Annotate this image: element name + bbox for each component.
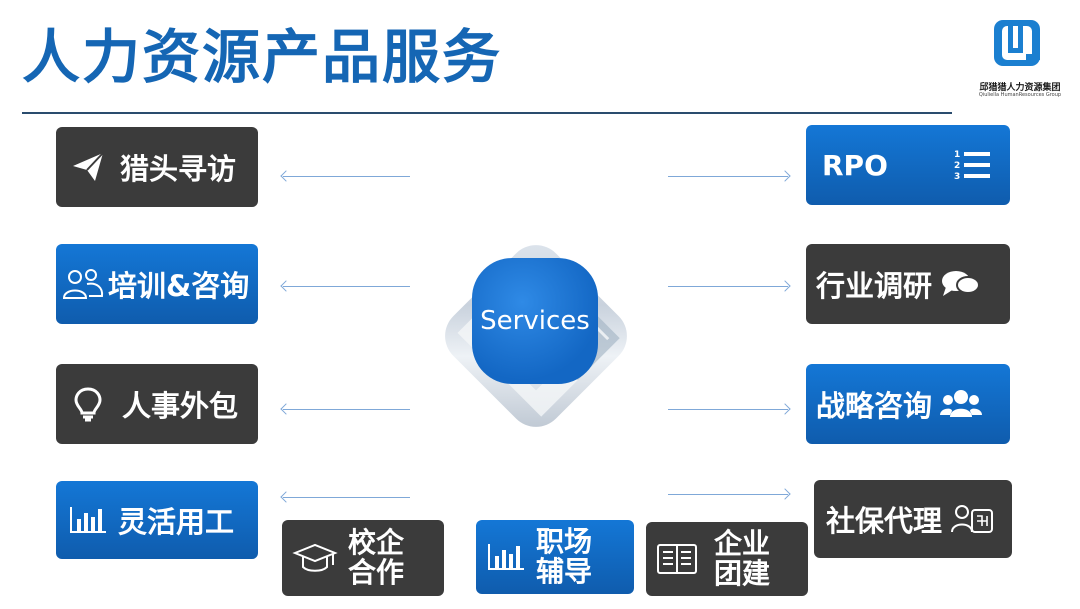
service-label: 培训&咨询 xyxy=(108,269,250,303)
service-label: 企业 团建 xyxy=(714,527,771,590)
service-outsourcing[interactable]: 人事外包 xyxy=(56,364,258,444)
service-label: 人事外包 xyxy=(122,389,239,423)
logo-name: 邱猎猎人力资源集团 xyxy=(979,83,1061,93)
book-icon xyxy=(652,541,702,577)
services-hub: Services xyxy=(433,233,639,439)
service-training[interactable]: 培训&咨询 xyxy=(56,244,258,324)
service-flexible[interactable]: 灵活用工 xyxy=(56,481,258,559)
service-label: 行业调研 xyxy=(816,269,933,303)
service-label: RPO xyxy=(822,148,888,182)
service-label: 社保代理 xyxy=(826,504,943,538)
connector-arrow xyxy=(668,409,788,410)
connector-arrow xyxy=(668,494,788,495)
svg-text:2: 2 xyxy=(954,161,960,171)
lightbulb-icon xyxy=(66,386,110,422)
service-label: 战略咨询 xyxy=(816,389,933,423)
svg-text:3: 3 xyxy=(954,172,960,182)
service-label: 职场 辅导 xyxy=(536,525,593,588)
service-headhunting[interactable]: 猎头寻访 xyxy=(56,127,258,207)
company-logo: 邱猎猎人力资源集团 Qiuliella HumanResources Group xyxy=(966,18,1074,98)
service-research[interactable]: 行业调研 xyxy=(806,244,1010,324)
connector-arrow xyxy=(668,176,788,177)
service-teambuilding[interactable]: 企业 团建 xyxy=(646,522,808,596)
connector-arrow xyxy=(283,497,410,498)
service-rpo[interactable]: RPO 1 2 3 xyxy=(806,125,1010,205)
numbered-list-icon: 1 2 3 xyxy=(954,147,994,183)
service-label: 猎头寻访 xyxy=(120,152,237,186)
connector-arrow xyxy=(283,176,410,177)
logo-mark-icon xyxy=(994,20,1040,66)
insurance-person-icon xyxy=(950,502,994,536)
bar-chart-icon xyxy=(484,542,528,572)
svg-text:1: 1 xyxy=(954,150,960,160)
service-school[interactable]: 校企 合作 xyxy=(282,520,444,596)
page-title: 人力资源产品服务 xyxy=(22,23,503,91)
service-label: 灵活用工 xyxy=(118,505,235,539)
bar-chart-icon xyxy=(66,505,110,535)
group-users-icon xyxy=(940,387,983,421)
paper-plane-icon xyxy=(66,150,110,184)
service-social[interactable]: 社保代理 xyxy=(814,480,1012,558)
title-divider xyxy=(22,112,952,114)
connector-arrow xyxy=(283,409,410,410)
chat-bubbles-icon xyxy=(940,269,981,299)
graduation-cap-icon xyxy=(290,541,340,575)
service-label: 校企 合作 xyxy=(348,526,405,589)
service-career[interactable]: 职场 辅导 xyxy=(476,520,634,594)
connector-arrow xyxy=(668,286,788,287)
people-outline-icon xyxy=(60,266,106,302)
connector-arrow xyxy=(283,286,410,287)
services-label: Services xyxy=(472,258,598,384)
logo-subtitle: Qiuliella HumanResources Group xyxy=(978,92,1062,98)
service-strategy[interactable]: 战略咨询 xyxy=(806,364,1010,444)
